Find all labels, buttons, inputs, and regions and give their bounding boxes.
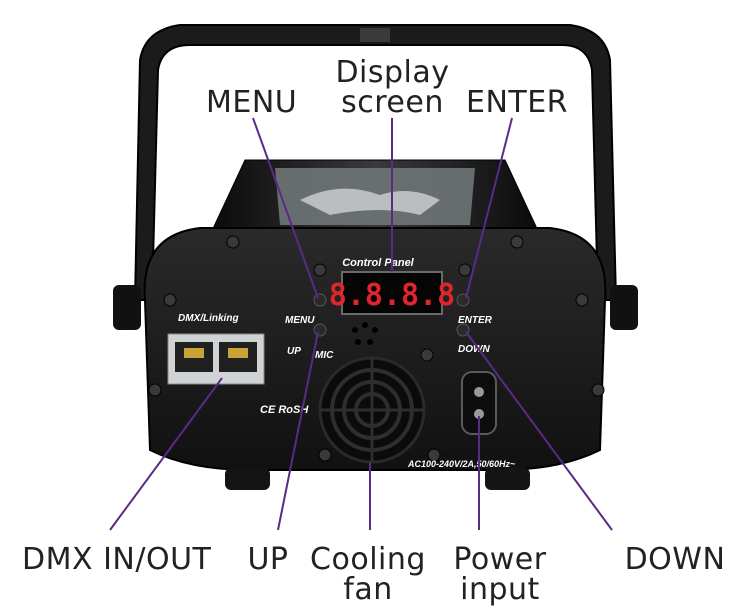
up-button xyxy=(313,323,327,337)
cooling-fan xyxy=(318,356,426,464)
up-panel-label: UP xyxy=(287,346,301,357)
cert-label: CE RoSH xyxy=(260,404,309,416)
line-dmx xyxy=(109,377,223,531)
down-callout: DOWN xyxy=(620,545,730,575)
menu-panel-label: MENU xyxy=(285,315,315,326)
up-callout: UP xyxy=(243,545,293,575)
display-callout-line1: Display xyxy=(335,55,450,90)
display-digits: 8.8.8.8 xyxy=(329,278,455,313)
up-callout-text: UP xyxy=(247,542,289,577)
left-knob xyxy=(113,285,141,330)
cooling-callout-line2: fan xyxy=(343,572,393,607)
menu-button xyxy=(313,293,327,307)
down-callout-text: DOWN xyxy=(624,542,726,577)
mic-panel-label: MIC xyxy=(315,350,334,361)
bracket-hole xyxy=(360,28,390,42)
enter-panel-label: ENTER xyxy=(458,315,493,326)
power-callout-line1: Power xyxy=(453,542,547,577)
mic-holes xyxy=(352,322,378,345)
power-callout-line2: input xyxy=(460,572,540,607)
enter-callout: ENTER xyxy=(466,85,569,120)
menu-callout: MENU xyxy=(206,85,298,120)
cooling-fan-callout: Cooling fan xyxy=(308,545,428,605)
callout-lines xyxy=(109,117,613,531)
line-up xyxy=(277,331,319,531)
power-input-callout: Power input xyxy=(440,545,560,605)
power-socket xyxy=(461,371,497,435)
display-callout-line2: screen xyxy=(341,85,444,120)
line-enter xyxy=(465,117,513,299)
display-screen-callout: Display screen xyxy=(330,58,455,118)
right-knob xyxy=(610,285,638,330)
down-panel-label: DOWN xyxy=(458,344,490,355)
dmx-panel-label: DMX/Linking xyxy=(178,313,239,324)
cooling-callout-line1: Cooling xyxy=(310,542,426,577)
display-screen xyxy=(341,271,443,315)
power-spec-label: AC100-240V/2A,50/60Hz~ xyxy=(407,459,516,469)
dmx-callout-text: DMX IN/OUT xyxy=(22,542,212,577)
control-panel-label: Control Panel xyxy=(342,257,414,269)
menu-callout-text: MENU xyxy=(206,85,298,120)
dmx-callout: DMX IN/OUT xyxy=(22,545,211,575)
line-down xyxy=(465,331,613,531)
enter-callout-text: ENTER xyxy=(466,85,569,120)
line-menu xyxy=(252,117,319,299)
